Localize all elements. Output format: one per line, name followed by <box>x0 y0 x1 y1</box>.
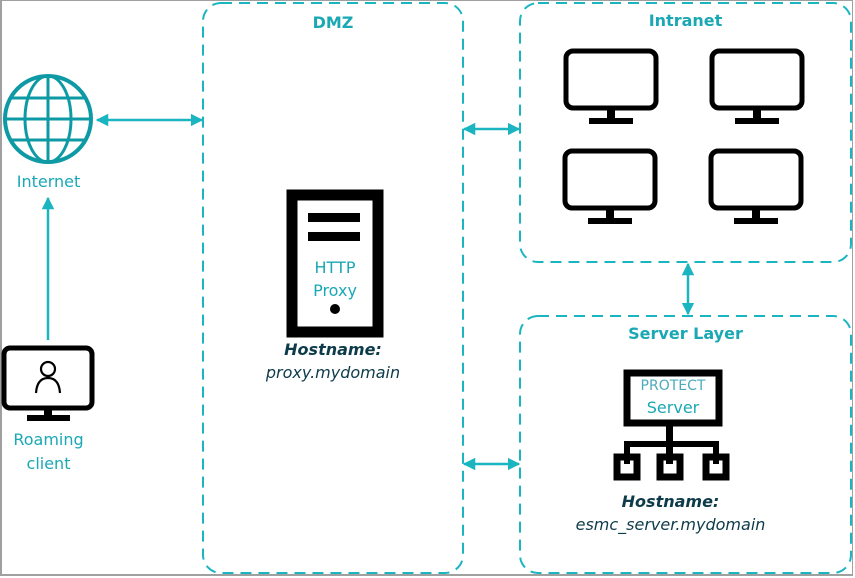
server-layer-zone <box>519 315 852 574</box>
proxy-hostname-label: Hostname: <box>284 340 382 359</box>
roaming-client-label-line1: Roaming <box>13 430 84 449</box>
dmz-title: DMZ <box>312 13 354 32</box>
intranet-title: Intranet <box>648 11 723 30</box>
monitor-icon <box>562 148 658 224</box>
server-icon-text-line1: PROTECT <box>640 378 706 394</box>
globe-icon <box>3 74 93 164</box>
server-layer-title: Server Layer <box>628 324 743 343</box>
intranet-zone <box>519 2 852 263</box>
server-icon-text-line2: Server <box>646 398 700 417</box>
monitor-icon <box>563 48 659 124</box>
monitor-icon <box>708 148 804 224</box>
server-hostname-value: esmc_server.mydomain <box>575 515 766 534</box>
roaming-client-label-line2: client <box>26 454 71 473</box>
server-tower-icon <box>286 189 384 338</box>
server-hostname-label: Hostname: <box>621 492 720 511</box>
proxy-hostname-value: proxy.mydomain <box>265 363 401 382</box>
internet-label: Internet <box>16 172 81 191</box>
monitor-icon <box>709 48 805 124</box>
user-monitor-icon <box>1 345 95 421</box>
proxy-icon-text-line2: Proxy <box>313 281 357 300</box>
dmz-zone <box>202 2 464 574</box>
proxy-icon-text-line1: HTTP <box>314 258 356 277</box>
network-server-icon <box>613 369 730 481</box>
